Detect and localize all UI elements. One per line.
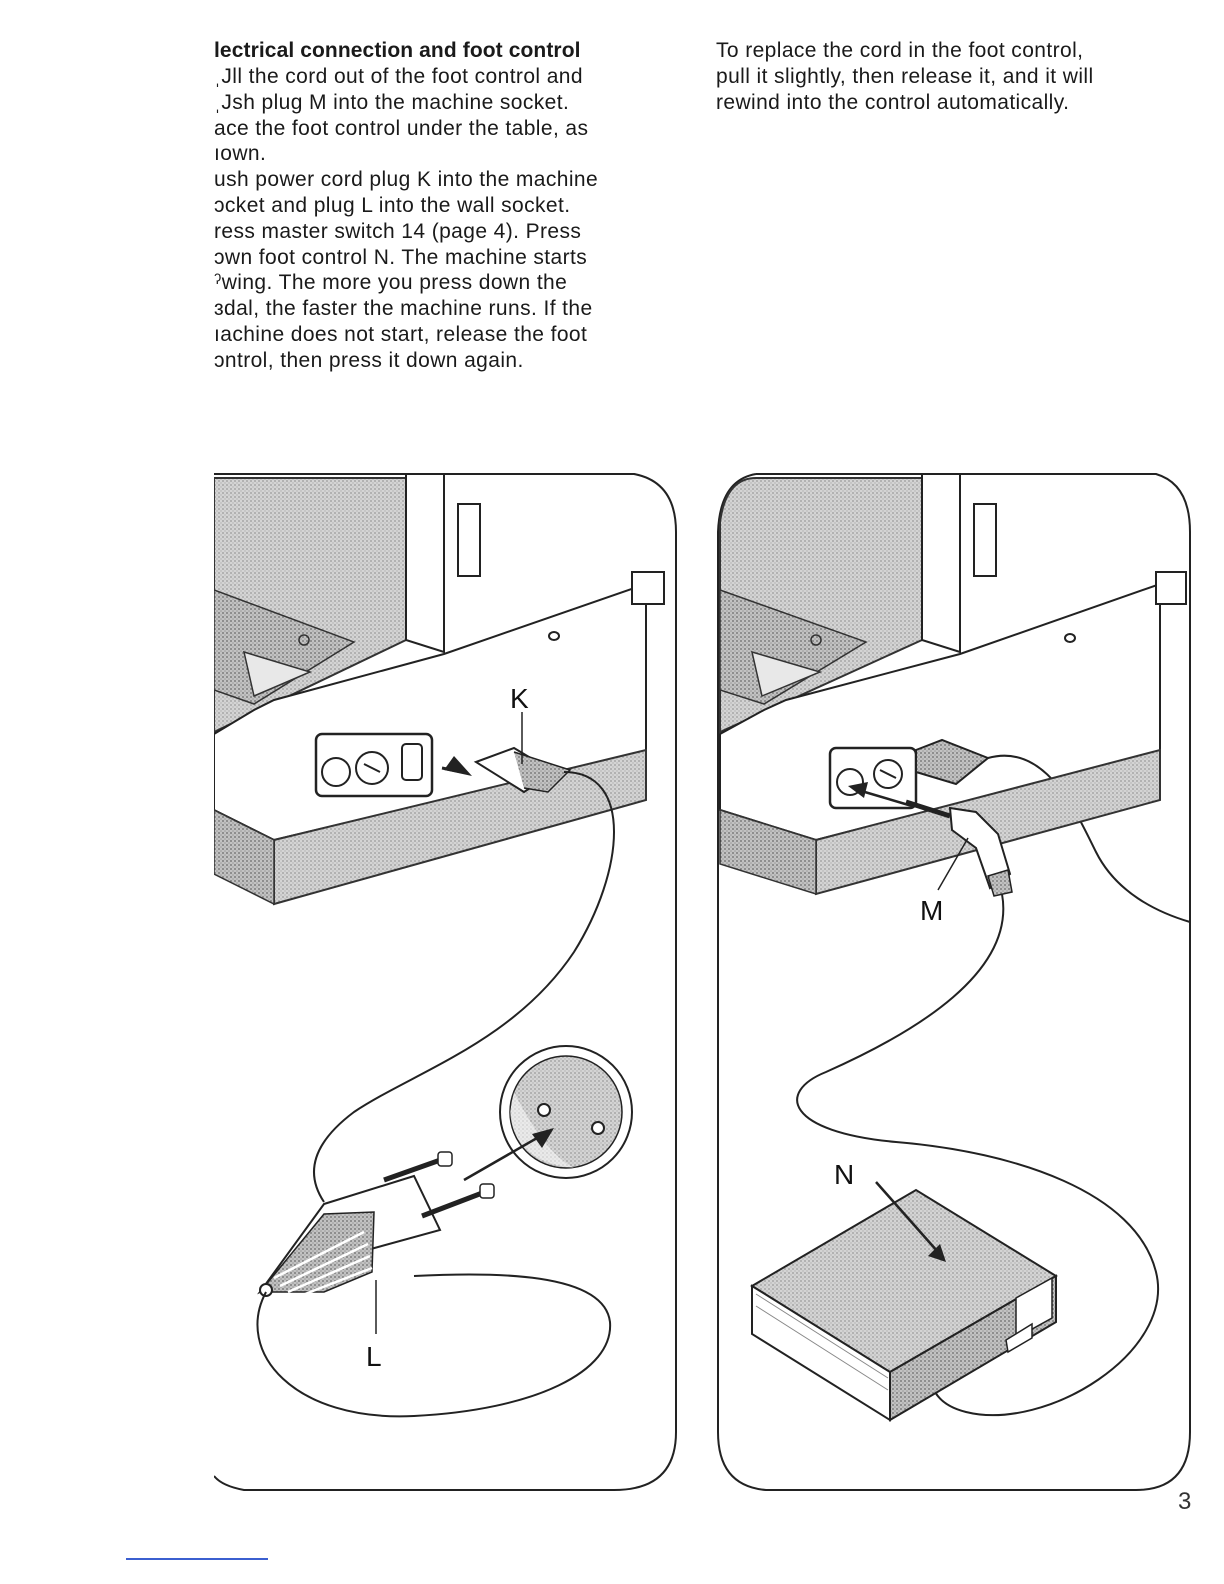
body-line: ˀwing. The more you press down the (214, 271, 568, 295)
body-line: ɔwn foot control N. The machine starts (214, 245, 588, 269)
body-line: ace the foot control under the table, as (214, 116, 589, 140)
figure-foot-control: M N (716, 472, 1192, 1492)
right-text-column: To replace the cord in the foot control,… (716, 38, 1186, 115)
label-m: M (920, 895, 943, 926)
body-line: ress master switch 14 (page 4). Press (214, 219, 582, 243)
page-number: 3 (1178, 1488, 1192, 1515)
body-line: pull it slightly, then release it, and i… (716, 64, 1094, 88)
body-line: ɜdal, the faster the machine runs. If th… (214, 297, 593, 321)
body-line: ush power cord plug K into the machine (214, 168, 599, 192)
body-line: ɔcket and plug L into the wall socket. (214, 193, 571, 217)
label-l: L (366, 1341, 382, 1372)
label-n: N (834, 1159, 854, 1190)
body-line: ıachine does not start, release the foot (214, 322, 588, 346)
left-text-column: lectrical connection and foot control ˌJ… (214, 38, 674, 374)
body-line: ıown. (214, 142, 267, 166)
body-line: To replace the cord in the foot control, (716, 39, 1084, 62)
body-line: ˌJsh plug M into the machine socket. (214, 90, 570, 114)
illustration-foot-control: M N (717, 473, 1191, 1491)
body-line: ɔntrol, then press it down again. (214, 348, 524, 372)
label-k: K (510, 683, 529, 714)
body-line: rewind into the control automatically. (716, 90, 1070, 114)
body-line: ˌJll the cord out of the foot control an… (214, 65, 583, 88)
footer-rule (126, 1558, 268, 1560)
illustration-power-connection: K L (214, 473, 677, 1491)
section-heading: lectrical connection and foot control (214, 39, 581, 62)
figure-power-connection: K L (214, 472, 680, 1492)
